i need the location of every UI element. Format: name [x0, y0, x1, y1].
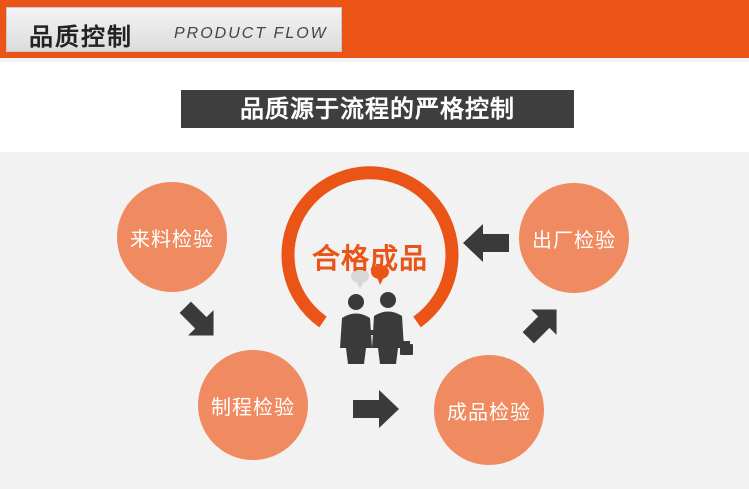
step-label: 出厂检验 [532, 227, 616, 252]
slogan-text: 品质源于流程的严格控制 [240, 95, 515, 123]
arrow-right-icon [353, 390, 399, 428]
slogan-banner: 品质源于流程的严格控制 [181, 90, 574, 128]
center-arc [281, 166, 459, 328]
step-process-inspection: 制程检验 [198, 350, 308, 460]
arrow-up-right-icon [522, 309, 557, 344]
business-handshake-icon [340, 265, 413, 364]
header-divider [0, 58, 749, 62]
step-label: 成品检验 [447, 399, 531, 424]
step-outgoing-inspection: 出厂检验 [519, 183, 629, 293]
step-incoming-inspection: 来料检验 [117, 182, 227, 292]
section-subtitle: PRODUCT FLOW [174, 25, 328, 42]
step-final-inspection: 成品检验 [434, 355, 544, 465]
arrow-down-right-icon [179, 301, 214, 336]
section-title: 品质控制 [29, 23, 133, 51]
step-label: 制程检验 [211, 394, 295, 419]
section-label: 品质控制 PRODUCT FLOW [6, 7, 342, 52]
arrow-left-icon [463, 224, 509, 262]
center-label: 合格成品 [311, 242, 428, 275]
step-label: 来料检验 [130, 226, 214, 251]
